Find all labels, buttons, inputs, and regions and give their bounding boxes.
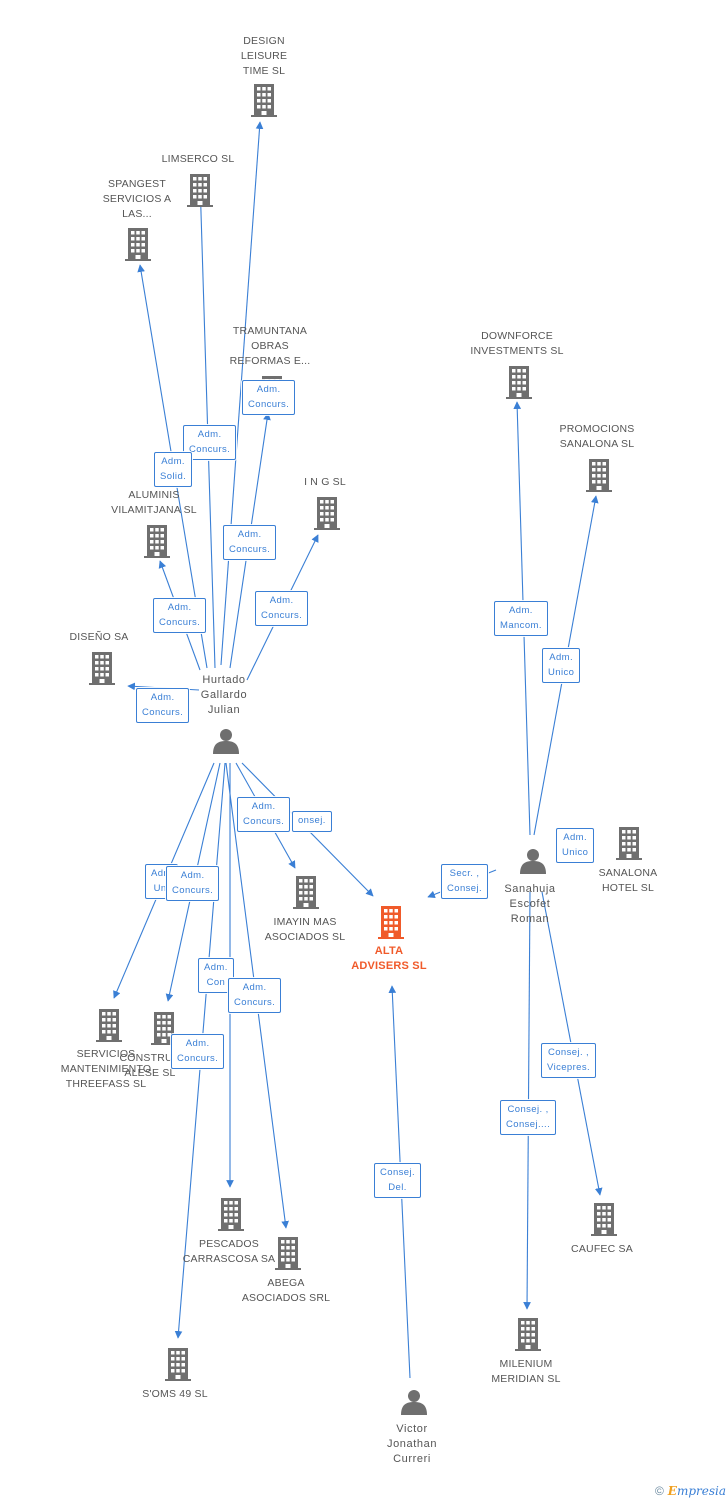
building-icon-limserco[interactable] xyxy=(187,174,213,207)
edge-hurtado-to-limserco xyxy=(196,179,216,669)
node-label-pescados[interactable]: PESCADOS CARRASCOSA SA xyxy=(182,1238,276,1265)
node-label-servicios[interactable]: SERVICIOS MANTENIMIENTO THREEFASS SL xyxy=(60,1048,152,1090)
edge-role-label: Adm. Concurs. xyxy=(228,978,282,1013)
node-label-limserco[interactable]: LIMSERCO SL xyxy=(161,153,235,165)
building-icon-milenium[interactable] xyxy=(515,1318,541,1351)
building-icon-ing[interactable] xyxy=(314,497,340,530)
node-label-alta[interactable]: ALTA ADVISERS SL xyxy=(351,945,427,972)
edge-hurtado-to-design xyxy=(220,121,264,666)
building-icon-pescados[interactable] xyxy=(218,1198,244,1231)
building-icon-aluminis[interactable] xyxy=(144,525,170,558)
building-icon-promocions[interactable] xyxy=(586,459,612,492)
node-label-downforce[interactable]: DOWNFORCE INVESTMENTS SL xyxy=(470,330,564,357)
building-icon-soms[interactable] xyxy=(165,1348,191,1381)
edge-role-label: Consej. , Consej.... xyxy=(500,1100,557,1135)
node-label-spangest[interactable]: SPANGEST SERVICIOS A LAS... xyxy=(102,178,172,220)
node-label-diseno[interactable]: DISEÑO SA xyxy=(69,631,129,643)
edge-role-label: onsej. xyxy=(292,811,332,832)
edge-role-label: Adm. Concurs. xyxy=(237,797,291,832)
node-label-construc[interactable]: CONSTRUC ALESE SL xyxy=(119,1052,181,1079)
edge-role-label: Adm. Concurs. xyxy=(242,380,296,415)
edge-role-label: Secr. , Consej. xyxy=(441,864,489,899)
node-label-tramuntana[interactable]: TRAMUNTANA OBRAS REFORMAS E... xyxy=(229,325,311,367)
edge-role-label: Consej. , Vicepres. xyxy=(541,1043,597,1078)
node-label-promocions[interactable]: PROMOCIONS SANALONA SL xyxy=(559,423,635,450)
edge-role-label: Adm. Con xyxy=(198,958,234,993)
edge-role-label: Consej. Del. xyxy=(374,1163,422,1198)
building-icon-spangest[interactable] xyxy=(125,228,151,261)
building-icon-imayin[interactable] xyxy=(293,876,319,909)
building-icon-diseno[interactable] xyxy=(89,652,115,685)
building-icon-sanalona[interactable] xyxy=(616,827,642,860)
person-icon-sanahuja[interactable] xyxy=(520,849,546,874)
person-icon-victor[interactable] xyxy=(401,1390,427,1415)
building-icon-alta[interactable] xyxy=(378,906,404,939)
node-label-ing[interactable]: I N G SL xyxy=(304,476,346,488)
building-icon-caufec[interactable] xyxy=(591,1203,617,1236)
node-label-imayin[interactable]: IMAYIN MAS ASOCIADOS SL xyxy=(264,916,346,943)
node-label-sanahuja[interactable]: Sanahuja Escofet Roman xyxy=(504,883,556,925)
edge-role-label: Adm. Unico xyxy=(542,648,581,683)
copyright-footer: ©Empresia xyxy=(655,1484,726,1498)
node-label-hurtado[interactable]: Hurtado Gallardo Julian xyxy=(200,674,248,716)
node-label-victor[interactable]: Victor Jonathan Curreri xyxy=(386,1423,438,1465)
edge-role-label: Adm. Unico xyxy=(556,828,595,863)
node-label-caufec[interactable]: CAUFEC SA xyxy=(571,1243,633,1255)
building-icon-design[interactable] xyxy=(251,84,277,117)
node-label-aluminis[interactable]: ALUMINIS VILAMITJANA SL xyxy=(111,489,197,516)
building-icon-abega[interactable] xyxy=(275,1237,301,1270)
node-label-soms[interactable]: S'OMS 49 SL xyxy=(142,1388,208,1400)
edge-role-label: Adm. Mancom. xyxy=(494,601,548,636)
node-label-abega[interactable]: ABEGA ASOCIADOS SRL xyxy=(241,1277,331,1304)
building-icon-downforce[interactable] xyxy=(506,366,532,399)
edge-role-label: Adm. Solid. xyxy=(154,452,193,487)
building-icon-servicios[interactable] xyxy=(96,1009,122,1042)
edge-role-label: Adm. Concurs. xyxy=(223,525,277,560)
node-label-milenium[interactable]: MILENIUM MERIDIAN SL xyxy=(491,1358,561,1385)
brand-logo: Empresia xyxy=(667,1484,726,1498)
person-icon-hurtado[interactable] xyxy=(213,729,239,754)
copyright-symbol: © xyxy=(654,1484,664,1498)
edge-role-label: Adm. Concurs. xyxy=(171,1034,225,1069)
edge-role-label: Adm. Concurs. xyxy=(136,688,190,723)
node-label-sanalona[interactable]: SANALONA HOTEL SL xyxy=(598,867,658,894)
edge-role-label: Adm. Concurs. xyxy=(166,866,220,901)
edge-role-label: Adm. Concurs. xyxy=(255,591,309,626)
node-label-design[interactable]: DESIGN LEISURE TIME SL xyxy=(240,35,288,77)
edge-role-label: Adm. Concurs. xyxy=(153,598,207,633)
